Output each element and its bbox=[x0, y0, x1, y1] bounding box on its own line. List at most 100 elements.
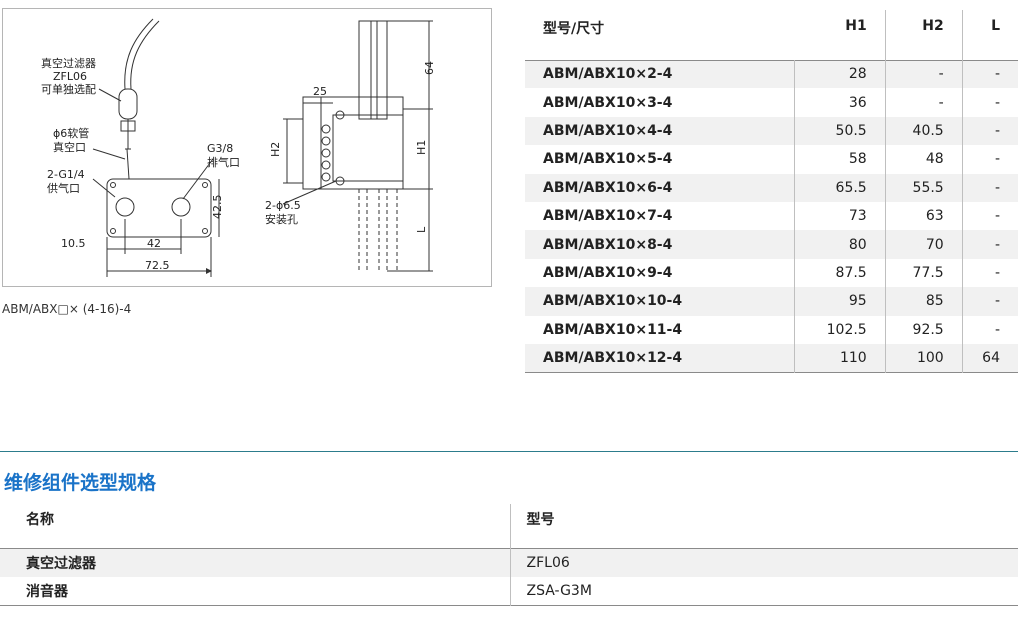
spec-cell-h2: - bbox=[885, 88, 963, 117]
spec-cell-l: - bbox=[994, 151, 1000, 168]
spec-header-h1: H1 bbox=[794, 10, 886, 60]
spec-cell-l: - bbox=[962, 287, 1018, 316]
spec-cell-model: ABM/ABX10×12-4 bbox=[525, 343, 796, 373]
spec-cell-l: - bbox=[962, 116, 1018, 146]
spec-cell-model: ABM/ABX10×9-4 bbox=[525, 258, 796, 288]
parts-cell-model: ZFL06 bbox=[510, 548, 1018, 577]
dim-h2: H2 bbox=[269, 142, 282, 157]
dim-25: 25 bbox=[313, 85, 327, 98]
dim-l: L bbox=[415, 226, 428, 233]
spec-cell-h1: 36 bbox=[794, 88, 886, 117]
technical-drawing: 真空过滤器 ZFL06 可单独选配 ϕ6软管 真空口 2-G1/4 供气口 G3… bbox=[2, 8, 492, 287]
filter-label-2: ZFL06 bbox=[53, 70, 87, 83]
spec-cell-l: - bbox=[962, 230, 1018, 259]
spec-cell-h1: 65.5 bbox=[794, 173, 886, 202]
side-view-body bbox=[302, 96, 404, 190]
supply-port-left bbox=[115, 197, 135, 217]
spec-cell-l: 64 bbox=[962, 343, 1018, 373]
spec-cell-h2: 55.5 bbox=[885, 173, 963, 202]
spec-cell-h2: 48 bbox=[885, 145, 963, 174]
spec-header-h2: H2 bbox=[885, 10, 963, 60]
spec-cell-h1: 73 bbox=[794, 201, 886, 231]
spec-header-model: 型号/尺寸 bbox=[543, 21, 605, 37]
spec-cell-h1: 87.5 bbox=[794, 258, 886, 288]
spec-cell-h1: 28 bbox=[794, 60, 886, 89]
filter-label-3: 可单独选配 bbox=[41, 83, 96, 96]
side-view-top-tube bbox=[358, 20, 388, 120]
spec-cell-l: - bbox=[994, 94, 1000, 111]
spec-cell-h1: 50.5 bbox=[794, 116, 886, 146]
spec-cell-model: ABM/ABX10×11-4 bbox=[525, 315, 796, 344]
drawing-svg: 真空过滤器 ZFL06 可单独选配 ϕ6软管 真空口 2-G1/4 供气口 G3… bbox=[41, 18, 436, 277]
hose-label-2: 真空口 bbox=[53, 140, 86, 154]
spec-cell-l: - bbox=[994, 264, 1000, 281]
dim-64: 64 bbox=[423, 61, 436, 75]
spec-cell-h2: 70 bbox=[885, 230, 963, 259]
filter-label-1: 真空过滤器 bbox=[41, 56, 96, 70]
parts-table-header: 名称 型号 bbox=[0, 504, 1018, 548]
spec-cell-h2: 85 bbox=[885, 287, 963, 316]
spec-cell-model: ABM/ABX10×5-4 bbox=[525, 145, 796, 174]
parts-cell-name: 真空过滤器 bbox=[0, 548, 511, 577]
spec-cell-h1: 102.5 bbox=[794, 315, 886, 344]
spec-cell-h2: 77.5 bbox=[885, 258, 963, 288]
hole-label-2: 安装孔 bbox=[265, 212, 298, 226]
parts-header-name: 名称 bbox=[0, 504, 511, 548]
spec-cell-model: ABM/ABX10×7-4 bbox=[525, 201, 796, 231]
spec-cell-l: - bbox=[994, 208, 1000, 225]
section-divider bbox=[0, 451, 1018, 452]
spec-table-header: 型号/尺寸 H1 H2 L bbox=[525, 10, 1018, 60]
spec-cell-model: ABM/ABX10×6-4 bbox=[525, 173, 796, 202]
hose-outline bbox=[124, 18, 154, 90]
supply-label-1: 2-G1/4 bbox=[47, 168, 85, 181]
spec-cell-h1: 95 bbox=[794, 287, 886, 316]
spec-cell-l: - bbox=[962, 173, 1018, 202]
spec-cell-h2: 40.5 bbox=[885, 116, 963, 146]
exhaust-label-1: G3/8 bbox=[207, 142, 233, 155]
spec-cell-h2: - bbox=[885, 60, 963, 89]
spec-cell-h1: 110 bbox=[794, 343, 886, 373]
dim-42-5: 42.5 bbox=[211, 195, 224, 220]
dim-42: 42 bbox=[147, 237, 161, 250]
spec-cell-model: ABM/ABX10×3-4 bbox=[525, 88, 796, 117]
spec-cell-h1: 80 bbox=[794, 230, 886, 259]
spec-cell-l: - bbox=[994, 321, 1000, 338]
table-row: 消音器 ZSA-G3M bbox=[0, 576, 1018, 605]
supply-label-2: 供气口 bbox=[47, 181, 80, 195]
dim-72-5: 72.5 bbox=[145, 259, 170, 272]
parts-cell-name: 消音器 bbox=[0, 576, 511, 605]
spec-cell-model: ABM/ABX10×8-4 bbox=[525, 230, 796, 259]
exhaust-label-2: 排气口 bbox=[207, 155, 240, 169]
drawing-caption: ABM/ABX□× (4-16)-4 bbox=[2, 302, 132, 316]
parts-cell-model: ZSA-G3M bbox=[526, 582, 592, 599]
spec-cell-model: ABM/ABX10×2-4 bbox=[525, 60, 796, 89]
hole-label-1: 2-ϕ6.5 bbox=[265, 199, 301, 212]
spec-header-l: L bbox=[991, 18, 1000, 34]
spec-cell-l: - bbox=[962, 60, 1018, 89]
parts-table: 名称 型号 真空过滤器 ZFL06 消音器 ZSA-G3M bbox=[0, 504, 1018, 606]
base-block-front bbox=[106, 178, 212, 238]
spec-cell-h2: 100 bbox=[885, 343, 963, 373]
parts-header-model: 型号 bbox=[526, 512, 555, 528]
hose-label-1: ϕ6软管 bbox=[53, 126, 89, 140]
vacuum-filter-body bbox=[118, 88, 138, 120]
spec-cell-h2: 92.5 bbox=[885, 315, 963, 344]
section-title: 维修组件选型规格 bbox=[4, 472, 157, 494]
spec-cell-model: ABM/ABX10×10-4 bbox=[525, 287, 796, 316]
spec-cell-h2: 63 bbox=[885, 201, 963, 231]
dim-10-5: 10.5 bbox=[61, 237, 86, 250]
table-row: 真空过滤器 ZFL06 bbox=[0, 548, 1018, 577]
spec-cell-h1: 58 bbox=[794, 145, 886, 174]
supply-port-right bbox=[171, 197, 191, 217]
